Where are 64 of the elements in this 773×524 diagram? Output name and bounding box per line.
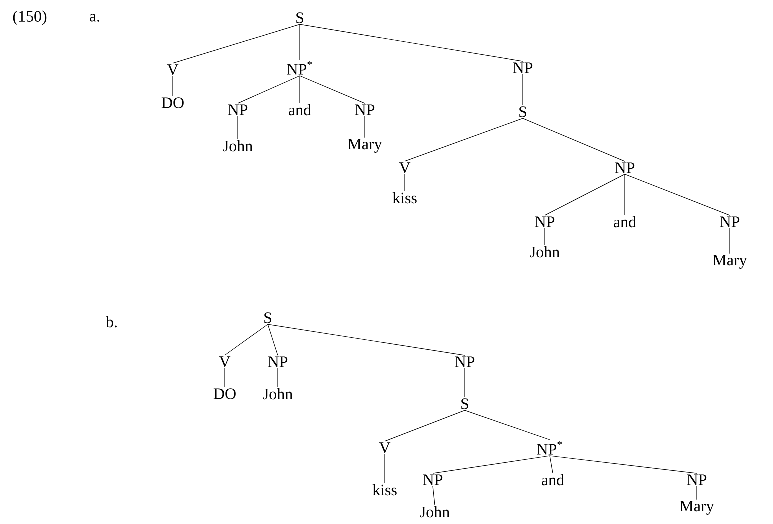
branch-line xyxy=(238,76,300,104)
branch-line xyxy=(268,324,466,356)
tree-label: S xyxy=(462,398,468,410)
branch-line xyxy=(404,174,406,192)
branch-line xyxy=(464,368,466,398)
branch-line xyxy=(224,324,268,356)
tree-label: John xyxy=(530,246,560,258)
tree-label: NP xyxy=(423,474,443,486)
tree-label: and xyxy=(542,474,564,486)
branch-line xyxy=(624,174,626,216)
tree-label: John xyxy=(263,388,293,400)
branch-line xyxy=(384,410,466,442)
branch-line xyxy=(404,118,524,162)
tree-label: NP$^{*}$ xyxy=(287,61,312,75)
tree-label: V xyxy=(399,162,411,174)
tree-label: NP xyxy=(228,104,248,116)
branch-line xyxy=(550,456,698,474)
branch-line xyxy=(624,174,730,216)
tree-label: Mary xyxy=(348,139,382,153)
branch-line xyxy=(384,454,386,484)
branch-line xyxy=(464,410,550,440)
branch-line xyxy=(268,324,278,356)
tree-label: NP xyxy=(513,62,533,74)
tree-label: NP xyxy=(268,356,288,368)
branch-line xyxy=(300,76,366,104)
tree-label: S xyxy=(520,106,526,118)
tree-label: V xyxy=(379,442,391,454)
tree-label: NP xyxy=(535,216,555,228)
tree-label: Mary xyxy=(713,255,748,269)
tree-label: John xyxy=(223,140,253,152)
tree-label: S xyxy=(296,12,304,24)
branch-line xyxy=(172,24,300,64)
branch-line xyxy=(432,456,550,474)
tree-label: NP$^{*}$ xyxy=(537,441,562,455)
branch-line xyxy=(696,486,698,500)
branch-line xyxy=(522,74,524,106)
tree-label: NP xyxy=(455,356,475,368)
branch-line xyxy=(172,76,174,97)
tree-label: V xyxy=(167,64,179,76)
branch-line xyxy=(364,116,366,138)
branch-line xyxy=(300,24,524,62)
tree-label: V xyxy=(219,356,231,368)
tree-label: and xyxy=(289,104,312,116)
tree-label: John xyxy=(420,506,450,518)
tree-label: kiss xyxy=(392,192,417,204)
branch-line xyxy=(550,456,554,474)
tree-label: S xyxy=(264,312,272,324)
branch-line xyxy=(522,118,626,162)
example-label: (150) xyxy=(13,10,47,26)
tree-label: NP xyxy=(355,104,375,116)
tree-label: and xyxy=(614,216,636,228)
tree-label: kiss xyxy=(372,484,397,496)
tree-label: Mary xyxy=(680,501,714,515)
tree-label: DO xyxy=(214,388,236,400)
branch-line xyxy=(544,228,546,246)
tree-label: NP xyxy=(720,216,740,228)
example-label: b. xyxy=(106,316,117,328)
branch-line xyxy=(432,486,436,506)
tree-label: DO xyxy=(162,98,184,108)
tree-label: NP xyxy=(615,162,635,174)
tree-label: NP xyxy=(687,474,707,486)
branch-line xyxy=(224,368,226,388)
example-label: a. xyxy=(90,14,100,22)
branch-line xyxy=(544,174,626,216)
